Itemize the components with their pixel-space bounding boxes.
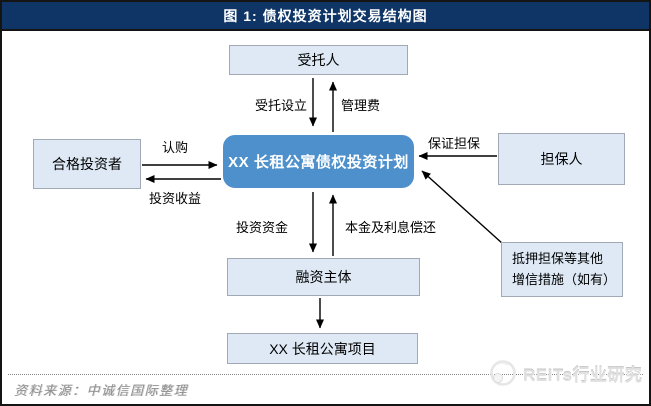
node-investment-plan-label: XX 长租公寓债权投资计划 xyxy=(228,154,409,171)
edge-label-investment-returns: 投资收益 xyxy=(149,191,202,206)
node-credit-enhancement-line2: 增信措施（如有） xyxy=(512,271,617,287)
node-apartment-project: XX 长租公寓项目 xyxy=(227,333,418,364)
node-trustee-label: 受托人 xyxy=(297,52,340,68)
edge-label-investment-funds: 投资资金 xyxy=(236,220,289,235)
watermark-text: REITs行业研究 xyxy=(523,365,643,385)
edge-label-repayment: 本金及利息偿还 xyxy=(345,220,437,235)
figure-title: 图 1: 债权投资计划交易结构图 xyxy=(223,7,428,24)
node-financing-entity-label: 融资主体 xyxy=(295,269,352,285)
footer-dotted-divider xyxy=(8,374,643,375)
node-apartment-project-label: XX 长租公寓项目 xyxy=(269,340,376,357)
edge-label-management-fee: 管理费 xyxy=(341,98,381,113)
node-qualified-investor-label: 合格投资者 xyxy=(52,156,122,172)
node-investment-plan: XX 长租公寓债权投资计划 xyxy=(223,135,414,188)
node-credit-enhancement-line1: 抵押担保等其他 xyxy=(512,250,604,266)
node-financing-entity: 融资主体 xyxy=(227,258,420,296)
reits-logo-icon xyxy=(490,360,516,386)
node-guarantor-label: 担保人 xyxy=(540,151,583,167)
edge-label-guarantee: 保证担保 xyxy=(428,136,481,151)
watermark: REITs行业研究 xyxy=(488,357,642,389)
node-qualified-investor: 合格投资者 xyxy=(33,139,141,189)
node-trustee: 受托人 xyxy=(229,45,408,75)
edge-label-subscribe: 认购 xyxy=(162,140,189,155)
edge-label-entrust: 受托设立 xyxy=(255,98,308,113)
node-credit-enhancement: 抵押担保等其他 增信措施（如有） xyxy=(501,242,623,297)
figure-title-bar: 图 1: 债权投资计划交易结构图 xyxy=(2,2,649,31)
source-note: 资料来源：中诚信国际整理 xyxy=(14,383,189,398)
node-guarantor: 担保人 xyxy=(498,133,625,185)
